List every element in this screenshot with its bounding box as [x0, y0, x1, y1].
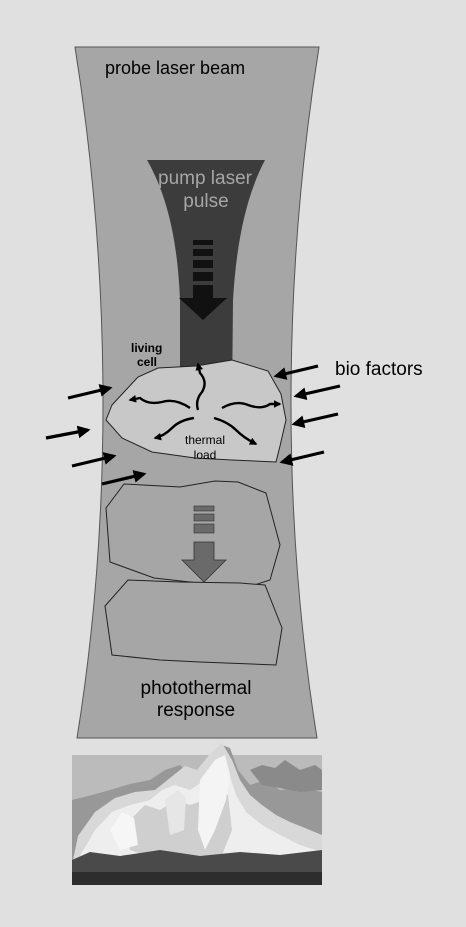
photothermal-response-surface-plot [72, 743, 322, 885]
living-cell-label-line1: living [131, 341, 162, 355]
probe-beam-label: probe laser beam [105, 58, 245, 78]
arrow-icon [101, 470, 147, 486]
transfer-arrow-icon [181, 505, 227, 583]
arrow-icon [273, 364, 319, 380]
wavy-arrow-icon [153, 416, 195, 441]
arrow-icon [67, 384, 113, 400]
pump-label-line1: pump laser [158, 168, 253, 189]
wavy-arrow-icon [128, 395, 191, 410]
arrow-icon [279, 450, 325, 466]
thermal-load-label-line1: thermal [185, 433, 225, 447]
heat-arrows [128, 362, 282, 446]
lower-cell-2 [104, 579, 283, 666]
lower-cell-1 [105, 480, 281, 589]
wavy-arrow-icon [213, 416, 258, 446]
living-cell [105, 359, 287, 463]
pump-arrow-icon [179, 240, 227, 320]
arrow-icon [71, 452, 117, 468]
bio-factors-label: bio factors [335, 359, 423, 380]
arrow-icon [291, 412, 339, 428]
arrow-icon [293, 384, 341, 400]
bio-factor-arrows [45, 364, 341, 486]
pump-label-line2: pulse [183, 191, 228, 212]
wavy-arrow-icon [195, 362, 206, 411]
arrow-icon [45, 425, 91, 440]
photothermal-response-label-line2: response [157, 700, 235, 721]
wavy-arrow-icon [221, 400, 282, 410]
living-cell-label-line2: cell [137, 355, 157, 369]
thermal-load-label-line2: load [194, 448, 217, 462]
photothermal-response-label-line1: photothermal [141, 678, 252, 699]
